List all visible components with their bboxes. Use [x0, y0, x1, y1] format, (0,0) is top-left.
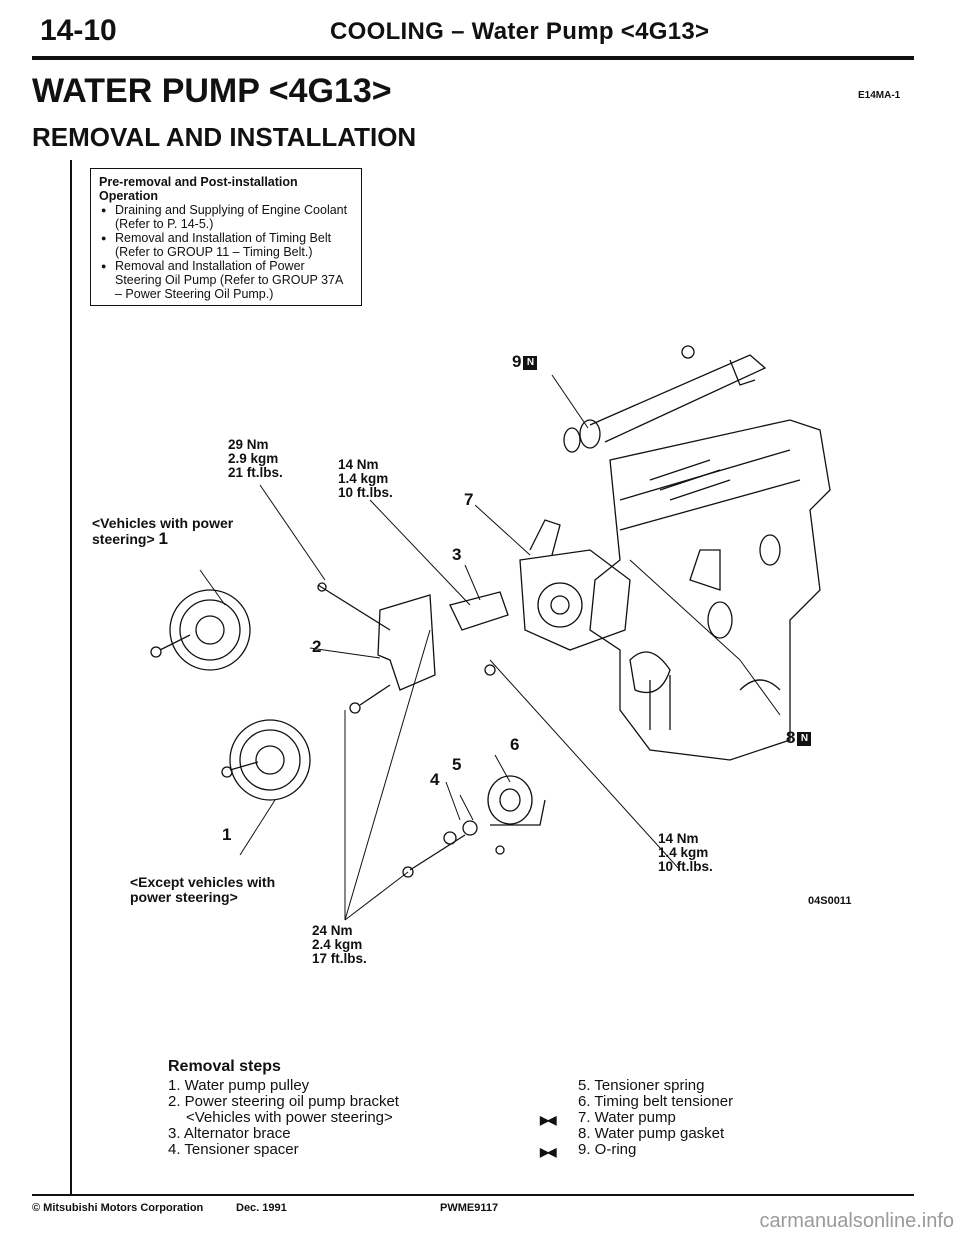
part-number-9-value: 9 — [512, 352, 522, 371]
pre-removal-item: Removal and Installation of Timing Belt … — [99, 231, 353, 259]
section-title: WATER PUMP <4G13> — [32, 72, 392, 110]
removal-steps: 1. Water pump pulley 2. Power steering o… — [168, 1077, 868, 1160]
torque-value: 10 ft.lbs. — [658, 859, 713, 874]
torque-value: 24 Nm — [312, 923, 353, 938]
torque-value: 2.9 kgm — [228, 451, 279, 466]
part-number-2: 2 — [312, 637, 322, 656]
torque-value: 17 ft.lbs. — [312, 951, 367, 966]
step-item: 6. Timing belt tensioner — [578, 1093, 734, 1110]
step-item: 9. O-ring — [578, 1141, 637, 1158]
part-number-1b: 1 — [222, 825, 232, 844]
torque-14-top: 14 Nm 1.4 kgm 10 ft.lbs. — [338, 458, 393, 500]
footer-code: PWME9117 — [440, 1202, 499, 1214]
page-number: 14-10 — [40, 14, 117, 47]
torque-value: 2.4 kgm — [312, 937, 363, 952]
torque-value: 10 ft.lbs. — [338, 485, 393, 500]
torque-24: 24 Nm 2.4 kgm 17 ft.lbs. — [312, 924, 367, 966]
section-subtitle: REMOVAL AND INSTALLATION — [32, 122, 417, 152]
pre-removal-item: Draining and Supplying of Engine Coolant… — [99, 203, 353, 231]
tensioner-illustration — [402, 775, 546, 878]
part-number-1a: 1 — [158, 529, 168, 548]
label-except-ps: <Except vehicles with power steering> — [130, 875, 275, 905]
exploded-diagram: <Vehicles with power steering> 1 <Except… — [90, 330, 890, 970]
pre-removal-list: Draining and Supplying of Engine Coolant… — [99, 203, 353, 301]
label-except-ps-line2: power steering> — [130, 889, 238, 905]
ps-bracket-illustration — [317, 582, 509, 691]
section-code: E14MA-1 — [858, 90, 901, 101]
new-part-symbol: N — [797, 731, 812, 746]
margin-rule — [70, 160, 72, 1195]
step-item: 4. Tensioner spacer — [168, 1141, 299, 1158]
page-header-title: COOLING – Water Pump <4G13> — [330, 18, 710, 45]
step-item: 2. Power steering oil pump bracket — [168, 1093, 399, 1110]
water-inlet-pipe — [563, 345, 767, 453]
part-number-5: 5 — [452, 755, 462, 774]
step-item-note: <Vehicles with power steering> — [186, 1109, 393, 1126]
pulley-non-ps-illustration — [221, 684, 391, 801]
label-with-ps-line1: <Vehicles with power — [92, 515, 234, 531]
footer-copyright: © Mitsubishi Motors Corporation — [32, 1202, 204, 1214]
pre-removal-heading-2: Operation — [99, 189, 159, 203]
step-item: 3. Alternator brace — [168, 1125, 291, 1142]
pulley-ps-illustration — [150, 589, 251, 671]
part-number-7: 7 — [464, 490, 474, 509]
pre-removal-item: Removal and Installation of Power Steeri… — [99, 259, 353, 301]
torque-value: 14 Nm — [658, 831, 699, 846]
torque-value: 21 ft.lbs. — [228, 465, 283, 480]
step-item: 8. Water pump gasket — [578, 1125, 725, 1142]
label-except-ps-line1: <Except vehicles with — [130, 874, 276, 890]
torque-value: 29 Nm — [228, 437, 269, 452]
torque-29: 29 Nm 2.9 kgm 21 ft.lbs. — [228, 438, 283, 480]
figure-code: 04S0011 — [808, 895, 852, 907]
torque-value: 14 Nm — [338, 457, 379, 472]
part-number-6: 6 — [510, 735, 520, 754]
watermark: carmanualsonline.info — [759, 1210, 954, 1232]
torque-value: 1.4 kgm — [658, 845, 709, 860]
pre-removal-heading: Pre-removal and Post-installation — [99, 175, 298, 189]
removal-steps-title: Removal steps — [168, 1058, 281, 1075]
step-item: 1. Water pump pulley — [168, 1077, 310, 1094]
install-mark: ▶◀ — [540, 1113, 557, 1127]
torque-value: 1.4 kgm — [338, 471, 389, 486]
step-item: 7. Water pump — [578, 1109, 676, 1126]
install-mark: ▶◀ — [540, 1145, 557, 1159]
leader-lines — [199, 374, 781, 921]
torque-14-right: 14 Nm 1.4 kgm 10 ft.lbs. — [658, 832, 713, 874]
new-part-symbol: N — [523, 355, 538, 370]
water-pump-illustration — [484, 519, 631, 676]
footer-date: Dec. 1991 — [236, 1202, 287, 1214]
part-number-3: 3 — [452, 545, 462, 564]
engine-block-illustration — [589, 419, 831, 761]
footer-rule — [32, 1194, 914, 1196]
pre-removal-box: Pre-removal and Post-installation Operat… — [90, 168, 362, 306]
part-number-4: 4 — [430, 770, 440, 789]
header-rule — [32, 56, 914, 60]
part-number-8-value: 8 — [786, 728, 796, 747]
label-with-ps: <Vehicles with power steering> 1 — [92, 515, 234, 548]
diagram-drawing — [150, 345, 831, 921]
label-with-ps-line2: steering> — [92, 531, 155, 547]
step-item: 5. Tensioner spring — [578, 1077, 705, 1094]
